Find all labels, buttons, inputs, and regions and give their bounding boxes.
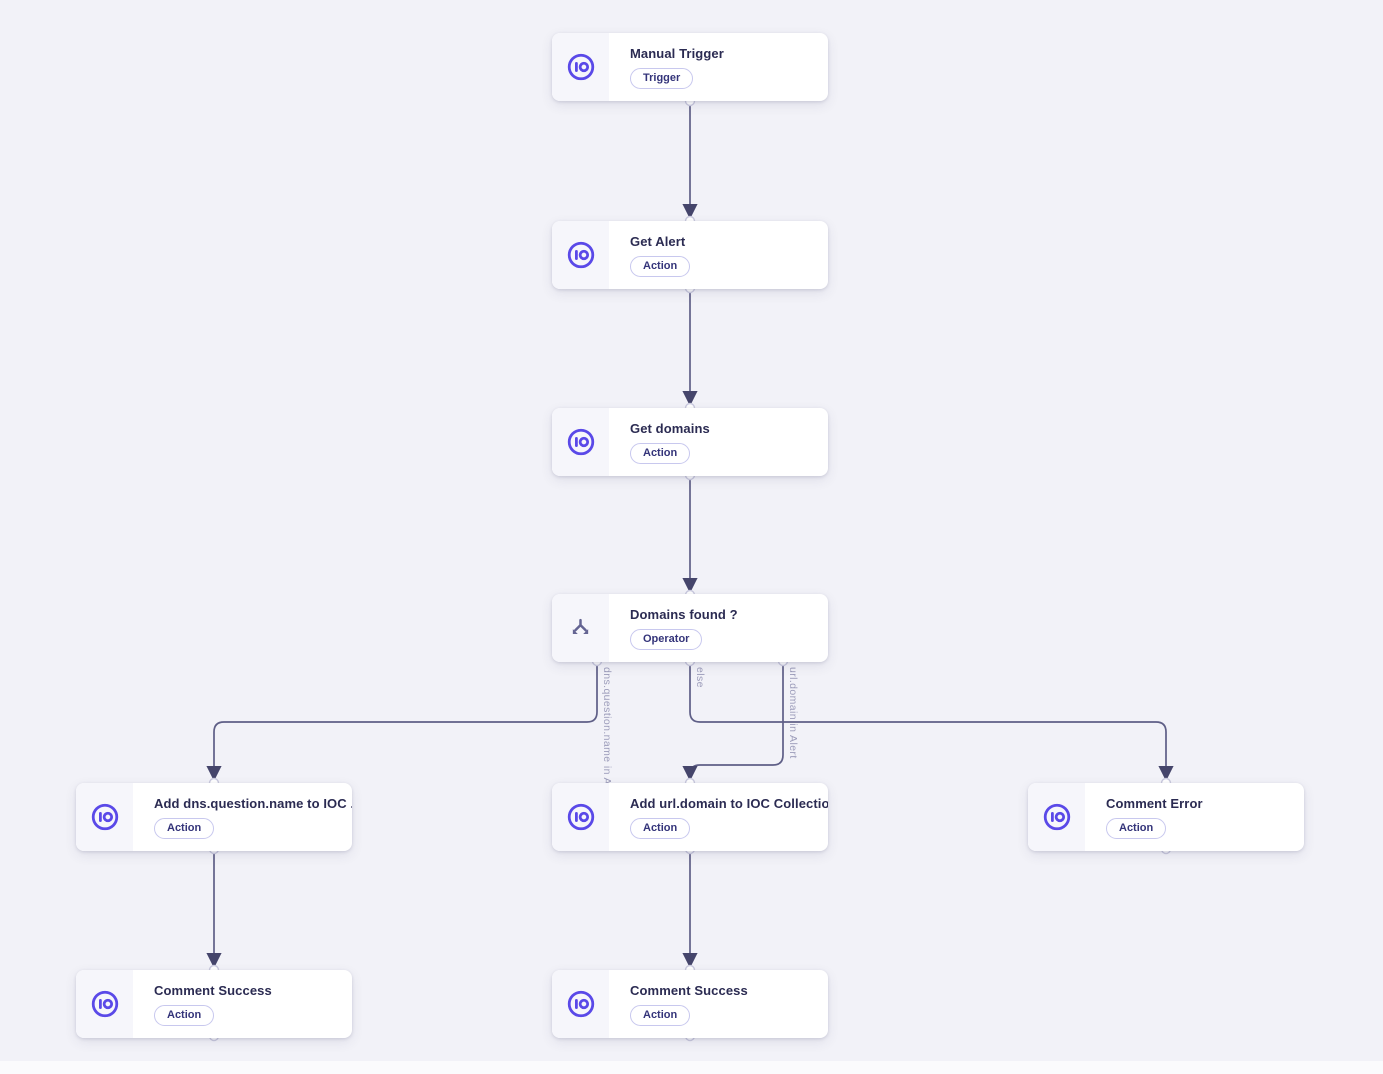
node-type-badge: Trigger <box>630 67 694 89</box>
edge-branch-dns <box>206 661 598 782</box>
node-get-domains[interactable]: Get domains Action <box>552 408 828 476</box>
edge-branch-else <box>689 661 1174 782</box>
edge-label-else-condition: else <box>694 667 706 688</box>
node-title: Comment Success <box>630 982 748 998</box>
node-add-dns-to-ioc[interactable]: Add dns.question.name to IOC ... Action <box>76 783 352 851</box>
split-branch-icon <box>572 618 589 634</box>
edge-label-url-condition: url.domain in Alert <box>787 667 799 759</box>
node-title: Add dns.question.name to IOC ... <box>154 795 352 811</box>
node-comment-success-left[interactable]: Comment Success Action <box>76 970 352 1038</box>
node-get-alert[interactable]: Get Alert Action <box>552 221 828 289</box>
node-icon-panel <box>1028 783 1085 851</box>
node-icon-panel <box>552 33 609 101</box>
sekoia-io-icon <box>567 53 594 81</box>
node-add-url-to-ioc[interactable]: Add url.domain to IOC Collection Action <box>552 783 828 851</box>
edge-label-dns-condition: dns.question.name in Alert <box>601 667 613 788</box>
node-comment-success-center[interactable]: Comment Success Action <box>552 970 828 1038</box>
node-title: Get domains <box>630 420 710 436</box>
node-type-badge: Action <box>630 817 691 839</box>
node-title: Domains found ? <box>630 606 738 622</box>
sekoia-io-icon <box>91 803 118 831</box>
node-icon-panel <box>76 970 133 1038</box>
node-type-badge: Action <box>154 1004 215 1026</box>
node-title: Manual Trigger <box>630 45 724 61</box>
sekoia-io-icon <box>567 241 594 269</box>
node-title: Comment Error <box>1106 795 1203 811</box>
node-type-badge: Operator <box>630 628 703 650</box>
node-type-badge: Action <box>154 817 215 839</box>
node-icon-panel <box>552 783 609 851</box>
sekoia-io-icon <box>567 428 594 456</box>
node-icon-panel <box>76 783 133 851</box>
node-type-badge: Action <box>630 442 691 464</box>
node-title: Add url.domain to IOC Collection <box>630 795 828 811</box>
edge-branch-url <box>682 661 784 782</box>
sekoia-io-icon <box>91 990 118 1018</box>
sekoia-io-icon <box>567 803 594 831</box>
node-title: Comment Success <box>154 982 272 998</box>
node-icon-panel <box>552 221 609 289</box>
node-icon-panel <box>552 408 609 476</box>
node-type-badge: Action <box>630 255 691 277</box>
node-title: Get Alert <box>630 233 686 249</box>
sekoia-io-icon <box>567 990 594 1018</box>
canvas-bottom-strip <box>0 1061 1383 1074</box>
node-comment-error[interactable]: Comment Error Action <box>1028 783 1304 851</box>
node-domains-found-operator[interactable]: Domains found ? Operator <box>552 594 828 662</box>
node-icon-panel <box>552 594 609 662</box>
node-type-badge: Action <box>1106 817 1167 839</box>
node-icon-panel <box>552 970 609 1038</box>
node-manual-trigger[interactable]: Manual Trigger Trigger <box>552 33 828 101</box>
node-type-badge: Action <box>630 1004 691 1026</box>
sekoia-io-icon <box>1043 803 1070 831</box>
